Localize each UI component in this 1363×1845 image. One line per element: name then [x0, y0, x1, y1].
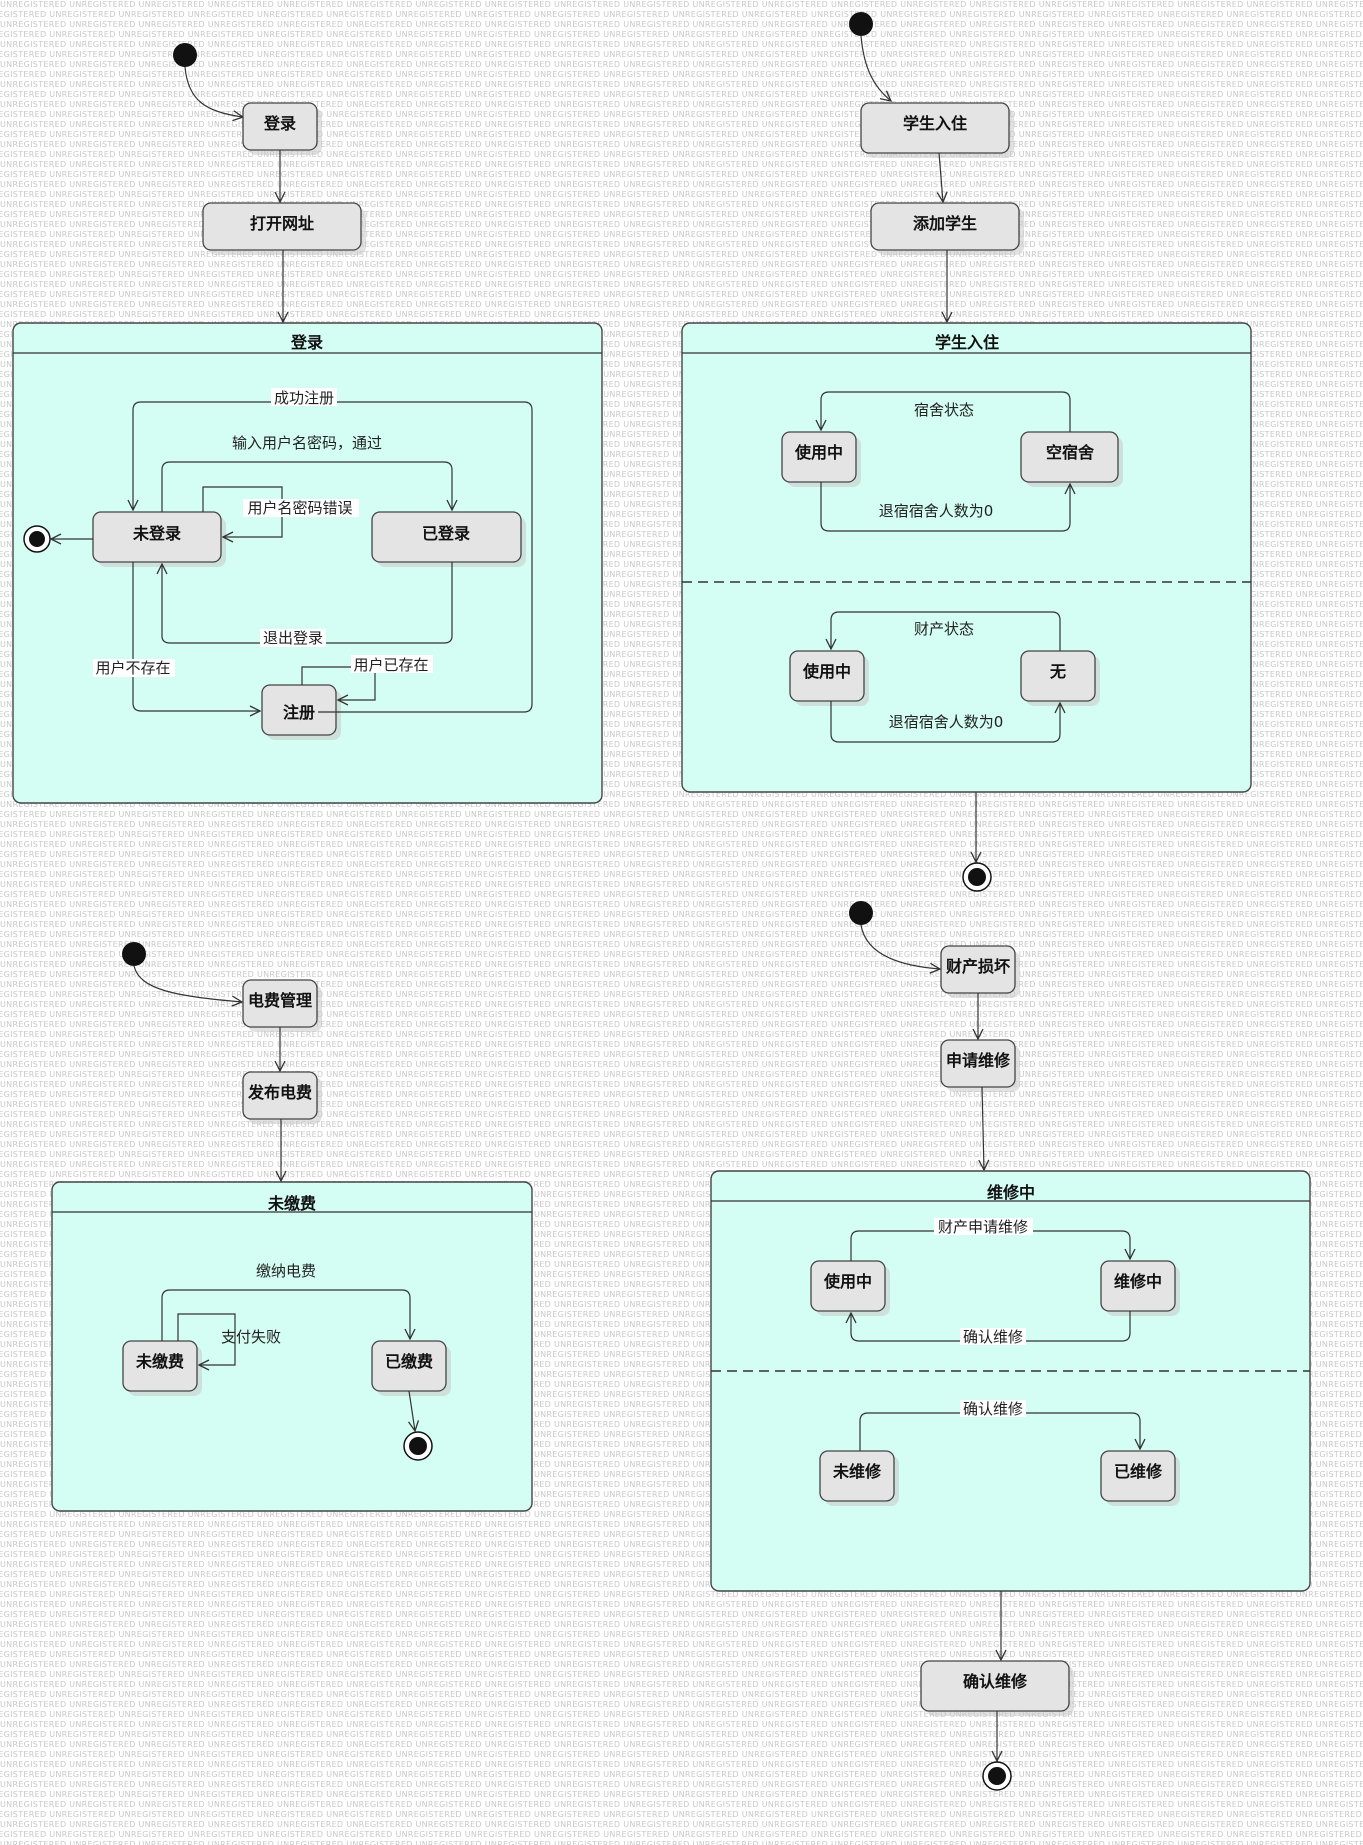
edge-dorm-to-empty	[820, 482, 1070, 532]
state-property-in-use-label: 使用中	[802, 662, 851, 681]
state-dorm-empty-label: 空宿舍	[1046, 443, 1095, 462]
state-publish-fee-label: 发布电费	[247, 1083, 312, 1102]
state-property-in-use	[789, 650, 865, 702]
label-dorm-state: 宿舍状态	[914, 401, 974, 419]
state-repair-in-use-label: 使用中	[823, 1272, 872, 1291]
state-dorm-in-use	[781, 431, 857, 483]
composite-checkin-title: 学生入住	[935, 333, 999, 352]
diagram-repair: 财产损坏 申请维修 维修中 使用中 维修中 财产申请维修 确认维修 未维修 已维…	[710, 901, 1311, 1791]
state-repaired	[1100, 1450, 1176, 1502]
initial-node	[122, 942, 146, 966]
label-pay: 缴纳电费	[256, 1262, 316, 1280]
state-student-checkin	[860, 102, 1010, 154]
diagram-power-fee: 电费管理 发布电费 未缴费 未缴费 已缴费 缴纳电费 支付失败	[51, 942, 533, 1512]
edge-wrong-credentials	[202, 486, 283, 537]
edge-initial-to-damaged	[860, 924, 940, 969]
initial-node	[173, 43, 197, 67]
diagram-checkin: 学生入住 添加学生 学生入住 使用中 空宿舍 宿舍状态 退宿宿舍人数为0 使用中…	[681, 12, 1252, 892]
label-property-checkout: 退宿宿舍人数为0	[889, 713, 1004, 731]
edge-pay-failed	[177, 1313, 236, 1365]
edge-success-register	[133, 401, 533, 713]
state-repair-in-use	[810, 1260, 886, 1312]
state-unrepaired	[819, 1450, 895, 1502]
state-publish-fee	[242, 1071, 318, 1120]
label-logout: 退出登录	[263, 629, 323, 647]
label-enter-credentials: 输入用户名密码，通过	[232, 434, 382, 452]
label-user-not-exist: 用户不存在	[95, 659, 170, 677]
edge-property-to-in-use	[831, 611, 1061, 651]
edge-property-to-none	[830, 701, 1060, 743]
state-register	[261, 684, 337, 736]
state-logged-in	[371, 511, 522, 563]
state-property-damaged-label: 财产损坏	[945, 957, 1010, 976]
state-property-none	[1020, 650, 1096, 702]
label-confirm-repair-2: 确认维修	[963, 1400, 1023, 1418]
composite-repairing-title: 维修中	[987, 1183, 1035, 1202]
edge-initial-to-checkin	[860, 35, 891, 101]
edge-pay	[161, 1289, 410, 1341]
state-not-logged-in-label: 未登录	[132, 524, 181, 543]
state-not-logged-in	[92, 511, 222, 563]
label-dorm-checkout: 退宿宿舍人数为0	[879, 502, 994, 520]
edge-initial-to-login	[184, 66, 243, 117]
edge-checkin-to-add	[939, 152, 943, 202]
state-confirm-repair	[920, 1660, 1070, 1712]
label-user-exists: 用户已存在	[353, 656, 428, 674]
initial-node	[849, 12, 873, 36]
state-confirm-repair-label: 确认维修	[963, 1672, 1028, 1691]
state-add-student	[870, 202, 1020, 251]
label-pay-failed: 支付失败	[221, 1328, 281, 1346]
state-login-label: 登录	[263, 114, 296, 133]
state-repairing	[1100, 1260, 1176, 1312]
state-paid-label: 已缴费	[385, 1352, 433, 1371]
state-student-checkin-label: 学生入住	[903, 114, 967, 133]
state-unpaid	[122, 1340, 198, 1392]
state-add-student-label: 添加学生	[913, 214, 977, 233]
label-wrong-credentials: 用户名密码错误	[247, 499, 352, 517]
diagram-login: 登录 打开网址 登录 未登录 已登录 注册 成功注册	[12, 43, 603, 804]
state-request-repair	[940, 1039, 1016, 1088]
edge-paid-to-final	[409, 1390, 415, 1431]
state-open-url	[202, 202, 362, 251]
state-unpaid-label: 未缴费	[135, 1352, 184, 1371]
edge-request-to-composite	[982, 1086, 984, 1170]
state-power-mgmt-label: 电费管理	[248, 991, 312, 1010]
state-unrepaired-label: 未维修	[832, 1462, 882, 1481]
label-request-repair: 财产申请维修	[938, 1218, 1028, 1236]
composite-login-title: 登录	[290, 333, 323, 352]
state-open-url-label: 打开网址	[250, 214, 314, 233]
state-logged-in-label: 已登录	[422, 524, 470, 543]
state-register-label: 注册	[283, 703, 315, 722]
label-confirm-repair-1: 确认维修	[963, 1328, 1023, 1346]
state-repaired-label: 已维修	[1114, 1462, 1163, 1481]
initial-node	[849, 901, 873, 925]
composite-login	[12, 322, 603, 804]
state-dorm-in-use-label: 使用中	[794, 443, 843, 462]
state-repairing-label: 维修中	[1114, 1272, 1162, 1291]
edge-dorm-to-in-use	[821, 391, 1071, 432]
composite-unpaid-title: 未缴费	[267, 1194, 316, 1213]
edge-enter-credentials	[161, 461, 452, 512]
state-request-repair-label: 申请维修	[946, 1051, 1011, 1070]
edge-user-not-exist	[132, 562, 260, 711]
edge-initial-to-power	[133, 965, 242, 1002]
label-success-register: 成功注册	[274, 389, 334, 407]
label-property-state: 财产状态	[914, 620, 974, 638]
state-property-none-label: 无	[1049, 662, 1066, 681]
